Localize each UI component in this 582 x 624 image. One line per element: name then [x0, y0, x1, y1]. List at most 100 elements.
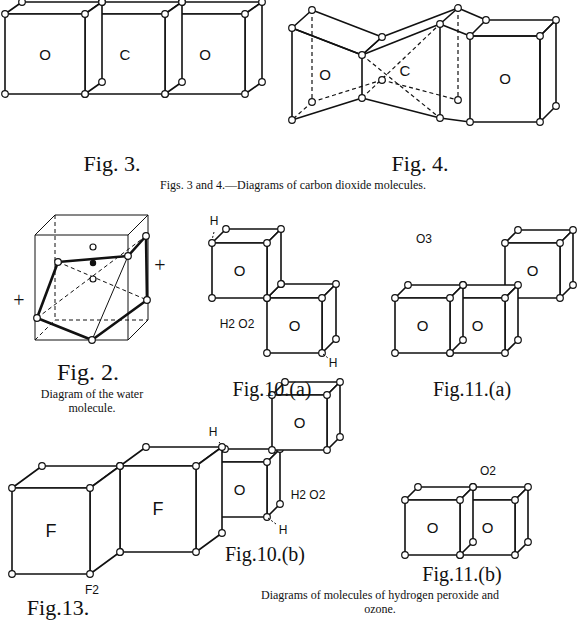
atom-cube: O [450, 298, 505, 353]
electron-dot [90, 276, 96, 282]
cube-face [395, 298, 450, 353]
atom-symbol: C [120, 47, 131, 62]
hidden-edge [58, 262, 147, 300]
atom-symbol: O [234, 263, 246, 278]
caption: Diagrams of molecules of hydrogen peroxi… [249, 589, 511, 617]
electron-dot [309, 7, 316, 14]
electron-dot [359, 52, 366, 59]
cube-edge [439, 24, 441, 118]
electron-dot [502, 295, 509, 302]
hidden-edge [55, 320, 148, 321]
atom-cube: O [505, 243, 560, 298]
cube-edge [382, 8, 458, 37]
electron-dot [278, 226, 285, 233]
cube-face [470, 36, 540, 122]
cube-face [37, 236, 147, 340]
electron-dot [264, 240, 271, 247]
atom-symbol: O [427, 520, 439, 535]
electron-dot [82, 91, 89, 98]
atom-cube: O [5, 14, 85, 94]
atom-cube: O [305, 56, 345, 92]
electron-dot [467, 33, 474, 40]
electron-dot [502, 350, 509, 357]
electron-dot [447, 295, 454, 302]
electron-dot [219, 530, 226, 537]
electron-dot [264, 350, 271, 357]
electron-dot [259, 0, 266, 5]
electron-dot [553, 17, 560, 24]
electron-dot [512, 552, 519, 559]
figure-number: Fig.11.(b) [392, 563, 532, 586]
electron-dot [359, 95, 366, 102]
electron-dot [415, 484, 422, 491]
electron-dot [82, 11, 89, 18]
electron-dot [209, 295, 216, 302]
atom-symbol: H [204, 215, 224, 229]
electron-dot [324, 447, 331, 454]
electron-dot [337, 434, 344, 441]
electron-dot [337, 379, 344, 386]
electron-dot [82, 11, 89, 18]
cube-face [212, 243, 267, 298]
atom-symbol: C [400, 63, 411, 78]
caption: Diagram of the water molecule. [32, 388, 152, 416]
formula-label: O3 [404, 233, 444, 247]
electron-dot [89, 337, 96, 344]
hidden-edge [312, 80, 382, 102]
electron-dot [34, 315, 41, 322]
electron-dot [55, 259, 62, 266]
electron-dot [457, 552, 464, 559]
electron-dot [90, 244, 96, 250]
electron-dot [447, 350, 454, 357]
cube-face [12, 488, 90, 574]
cube-edge [35, 235, 36, 340]
atom-symbol: O [199, 47, 211, 62]
electron-dot [470, 539, 477, 546]
electron-dot [259, 79, 266, 86]
cube-face [322, 284, 336, 353]
charge-sign: + [9, 289, 29, 312]
atom-symbol: O [499, 71, 511, 86]
atom-cube: O [267, 298, 322, 353]
electron-dot [525, 539, 532, 546]
electron-dot [242, 91, 249, 98]
electron-dot [117, 549, 124, 556]
atom-cube: C [85, 14, 165, 94]
caption: Figs. 3 and 4.—Diagrams of carbon dioxid… [8, 179, 578, 193]
electron-dot [457, 552, 464, 559]
electron-dot [455, 97, 462, 104]
formula-label: H2 O2 [278, 489, 338, 503]
electron-dot [277, 501, 284, 508]
electron-dot [553, 103, 560, 110]
cube-edge [440, 118, 470, 122]
electron-dot [162, 91, 169, 98]
electron-dot [269, 447, 276, 454]
atom-symbol: O [234, 482, 246, 497]
hidden-edge [323, 354, 328, 358]
atom-cube: O [212, 462, 267, 517]
cube-face [120, 466, 196, 552]
electron-dot [117, 463, 124, 470]
electron-dot [402, 497, 409, 504]
electron-dot [264, 295, 271, 302]
electron-dot [447, 350, 454, 357]
electron-dot [557, 240, 564, 247]
cube-edge [35, 340, 128, 341]
cube-face [90, 466, 120, 574]
electron-dot [460, 337, 467, 344]
electron-dot [99, 0, 106, 5]
atom-symbol: O [472, 318, 484, 333]
electron-dot [162, 11, 169, 18]
electron-dot [87, 571, 94, 578]
atom-cube: O [212, 243, 267, 298]
hidden-edge [311, 10, 312, 102]
cube-edge [35, 215, 55, 235]
cube-edge [128, 320, 148, 340]
electron-dot [99, 79, 106, 86]
electron-dot [333, 336, 340, 343]
electron-dot [162, 91, 169, 98]
cube-edge [55, 215, 148, 216]
electron-dot [467, 119, 474, 126]
atom-cube: O [272, 395, 327, 450]
